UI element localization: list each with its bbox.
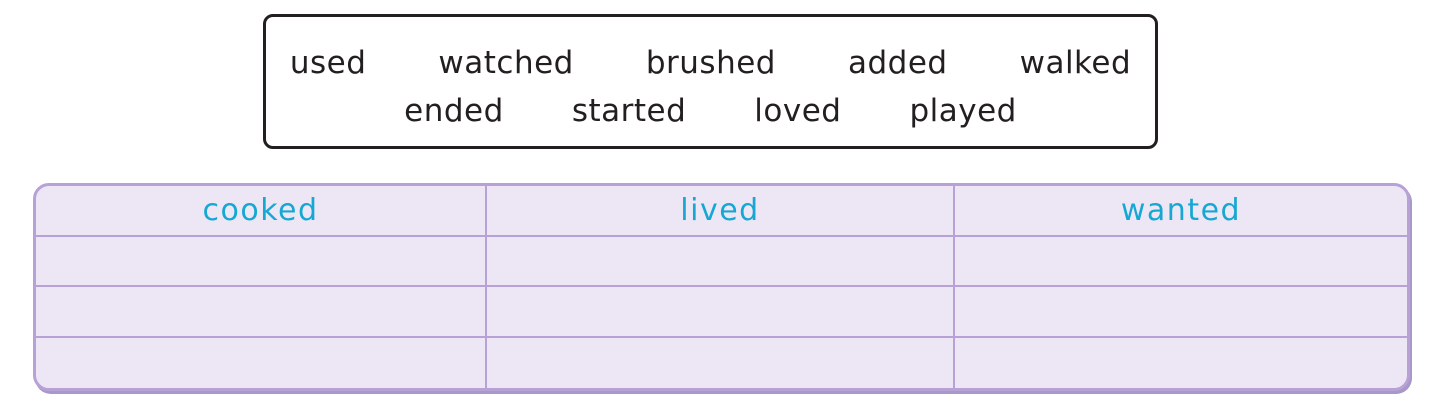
word-watched: watched (438, 45, 574, 81)
word-bank-row-1: used watched brushed added walked (266, 45, 1155, 81)
answer-cell-lived-1[interactable] (487, 237, 955, 288)
word-walked: walked (1019, 45, 1132, 81)
word-bank-row-2: ended started loved played (266, 93, 1155, 129)
header-lived: lived (487, 186, 955, 237)
header-wanted: wanted (955, 186, 1407, 237)
answer-cell-cooked-2[interactable] (36, 287, 487, 338)
word-loved: loved (754, 93, 842, 129)
word-added: added (847, 45, 948, 81)
word-brushed: brushed (645, 45, 776, 81)
answer-cell-cooked-3[interactable] (36, 337, 487, 388)
word-ended: ended (404, 93, 504, 129)
word-played: played (909, 93, 1017, 129)
answer-cell-lived-3[interactable] (487, 337, 955, 388)
sorting-table: cooked lived wanted (33, 183, 1410, 391)
answer-cell-cooked-1[interactable] (36, 237, 487, 288)
word-bank-box: used watched brushed added walked ended … (263, 14, 1158, 149)
answer-cell-wanted-2[interactable] (955, 287, 1407, 338)
answer-cell-wanted-1[interactable] (955, 237, 1407, 288)
answer-cell-lived-2[interactable] (487, 287, 955, 338)
header-cooked: cooked (36, 186, 487, 237)
word-used: used (289, 45, 367, 81)
word-started: started (571, 93, 687, 129)
answer-cell-wanted-3[interactable] (955, 338, 1407, 388)
